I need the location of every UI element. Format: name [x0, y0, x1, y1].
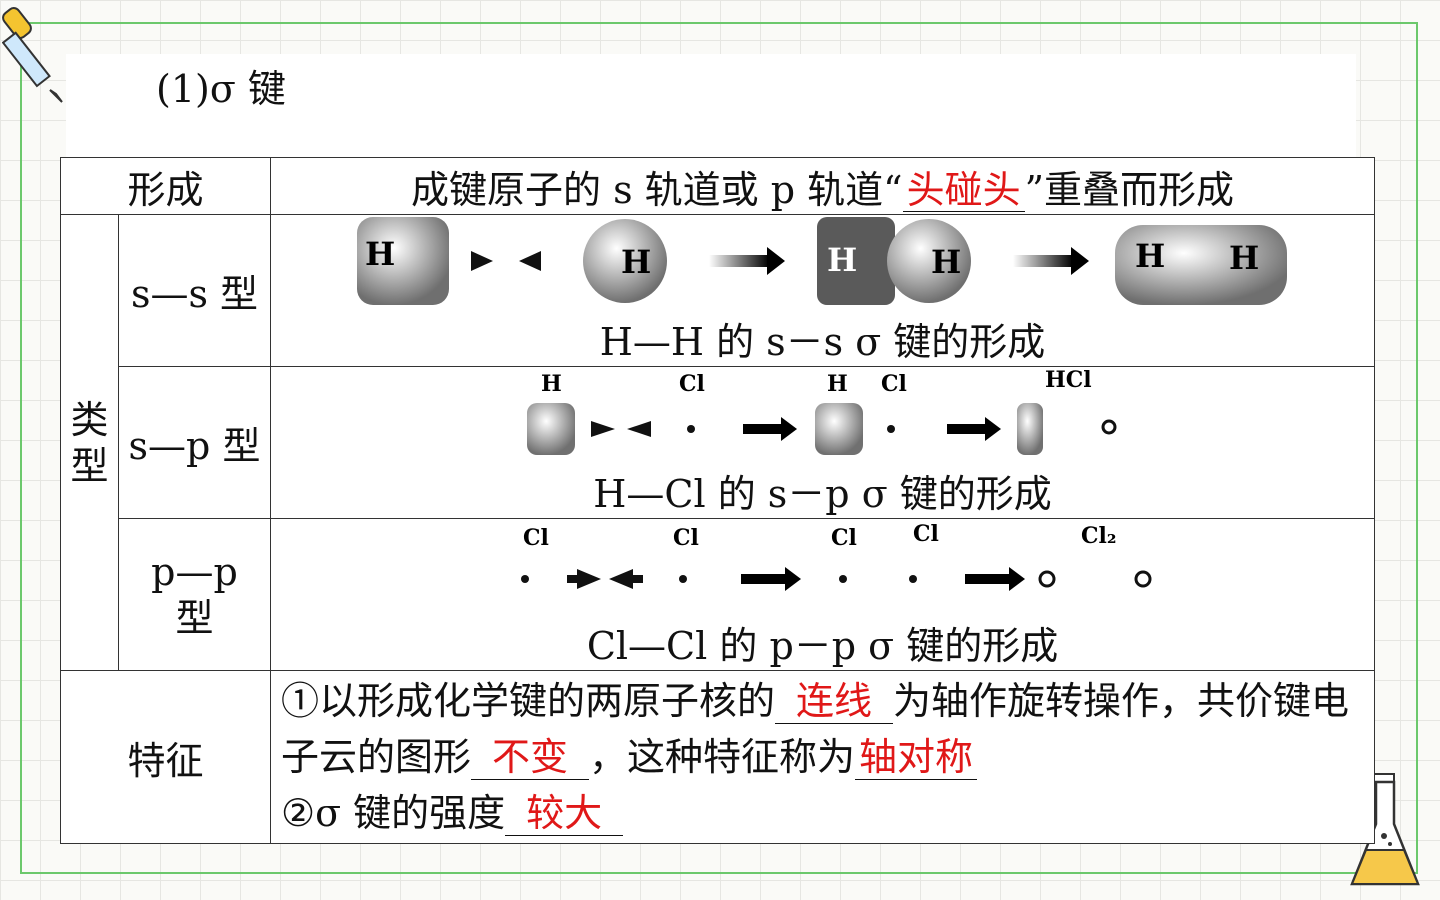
hcl-orbital: [1017, 403, 1044, 455]
formation-text-after: ”重叠而形成: [1024, 167, 1235, 212]
h-atom-orbital: [887, 219, 972, 303]
cl-label: Cl: [881, 371, 907, 397]
feature-blank-symmetry: 轴对称: [855, 736, 978, 780]
h-label: H: [1229, 239, 1259, 277]
h-label: H: [827, 371, 848, 397]
h-atom-orbital: [527, 403, 576, 455]
flask-icon: [1350, 773, 1420, 886]
sigma-bond-table: 形成 成键原子的 s 轨道或 p 轨道“头碰头”重叠而形成 类型 s—s 型 H: [59, 157, 1376, 844]
arrow-left-icon: [609, 569, 634, 589]
reaction-arrowhead-icon: [781, 417, 798, 441]
reaction-arrow: [741, 574, 788, 584]
h-label: H: [365, 235, 395, 273]
feature-description: ①以形成化学键的两原子核的连线为轴作旋转操作，共价键电子云的图形不变，这种特征称…: [270, 670, 1376, 844]
arrow-right-icon: [591, 421, 616, 437]
ss-diagram-cell: H H H H H H H—H 的 s－s σ 键的形成: [270, 214, 1376, 367]
cl-label: Cl: [523, 525, 549, 551]
reaction-arrow: [1013, 255, 1074, 267]
reaction-arrow: [709, 255, 770, 267]
cl-atom: [839, 575, 848, 583]
ss-type-label: s—s 型: [117, 214, 272, 367]
reaction-arrow: [947, 424, 988, 434]
sp-type-label: s—p 型: [117, 366, 272, 519]
arrow-right-icon: [577, 569, 602, 589]
feature-row: 特征 ①以形成化学键的两原子核的连线为轴作旋转操作，共价键电子云的图形不变，这种…: [59, 670, 1376, 844]
slide-frame: [20, 22, 1418, 874]
formation-label: 形成: [59, 157, 272, 215]
pp-bond-diagram: Cl Cl Cl Cl Cl₂: [521, 521, 1152, 591]
cl-atom: [679, 575, 688, 583]
cl-atom: [687, 425, 696, 433]
cl-label: Cl: [679, 371, 705, 397]
cl-label: Cl: [673, 525, 699, 551]
formation-text-before: 成键原子的 s 轨道或 p 轨道“: [411, 167, 903, 212]
arrow-left-icon: [519, 251, 542, 271]
feature-label: 特征: [59, 670, 272, 844]
reaction-arrowhead-icon: [1009, 567, 1026, 591]
formation-description: 成键原子的 s 轨道或 p 轨道“头碰头”重叠而形成: [270, 157, 1376, 215]
h-atom-orbital: [817, 217, 896, 305]
pp-diagram-cell: Cl Cl Cl Cl Cl₂ Cl—Cl 的 p－p σ: [270, 518, 1376, 671]
cl-label: Cl: [913, 521, 939, 547]
h-label: H: [827, 241, 857, 279]
pp-caption: Cl—Cl 的 p－p σ 键的形成: [586, 624, 1059, 668]
dropper-icon: [2, 7, 63, 103]
sp-diagram-cell: H Cl H Cl HCl H—Cl 的 s－p σ 键的形成: [270, 366, 1376, 519]
h-atom-orbital: [357, 217, 450, 305]
h-label: H: [621, 243, 651, 281]
arrow-left-icon: [627, 421, 652, 437]
feature-blank-axis: 连线: [775, 680, 894, 724]
formation-row: 形成 成键原子的 s 轨道或 p 轨道“头碰头”重叠而形成: [59, 157, 1376, 215]
cl2-orbital: [1038, 570, 1056, 588]
cl2-label: Cl₂: [1081, 523, 1117, 549]
pp-row: p—p 型 Cl Cl Cl Cl Cl: [61, 518, 1376, 671]
type-label: 类型: [60, 214, 119, 671]
cl-atom: [909, 575, 918, 583]
cl-atom: [887, 425, 896, 433]
cl2-orbital: [1134, 570, 1152, 588]
ss-row: 类型 s—s 型 H H H H: [60, 214, 1376, 671]
pp-type-label: p—p 型: [117, 518, 272, 671]
feature-blank-strength: 较大: [505, 792, 624, 836]
h-atom-orbital: [815, 403, 864, 455]
reaction-arrowhead-icon: [1071, 247, 1090, 275]
h-atom-orbital: [583, 219, 668, 303]
reaction-arrowhead-icon: [985, 417, 1002, 441]
sp-caption: H—Cl 的 s－p σ 键的形成: [593, 472, 1052, 516]
reaction-arrowhead-icon: [767, 247, 786, 275]
ss-bond-diagram: H H H H H H: [357, 217, 1288, 305]
ss-caption: H—H 的 s－s σ 键的形成: [599, 320, 1046, 364]
h-label: H: [1135, 237, 1165, 275]
h2-molecular-orbital: [1115, 225, 1288, 305]
cl-label: Cl: [831, 525, 857, 551]
reaction-arrow: [965, 574, 1012, 584]
section-title: (1)σ 键: [156, 67, 286, 111]
cl-atom: [1101, 419, 1117, 435]
formation-blank: 头碰头: [902, 169, 1025, 213]
cl-atom: [521, 575, 530, 583]
h-label: H: [931, 243, 961, 281]
sp-row: s—p 型 H Cl H Cl: [61, 366, 1376, 519]
reaction-arrowhead-icon: [785, 567, 802, 591]
arrow-right-icon: [471, 251, 494, 271]
h-label: H: [541, 371, 562, 397]
sp-bond-diagram: H Cl H Cl HCl: [527, 367, 1117, 455]
reaction-arrow: [743, 424, 784, 434]
feature-blank-shape: 不变: [471, 736, 590, 780]
hcl-label: HCl: [1045, 367, 1092, 393]
